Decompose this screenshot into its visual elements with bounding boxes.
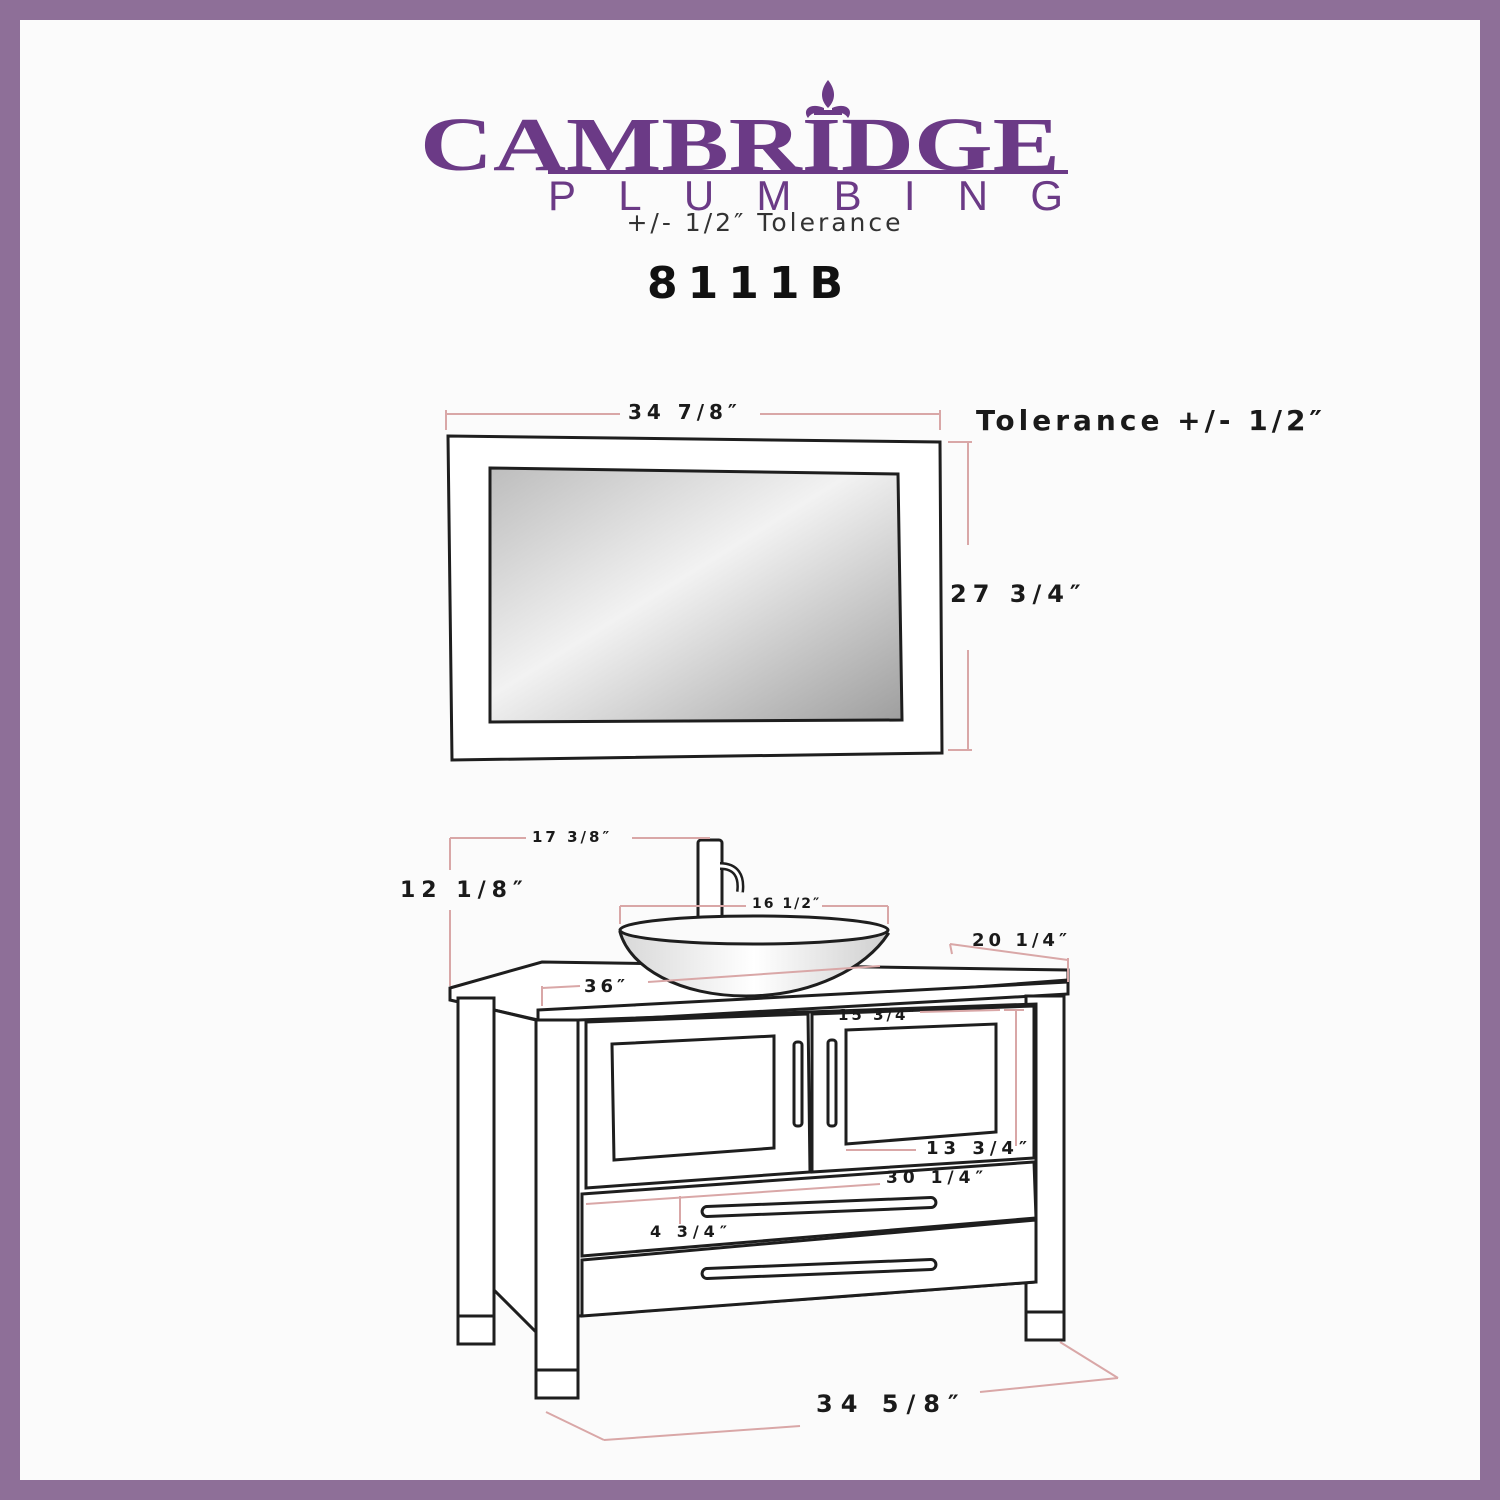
mirror-dimension-lines [445,410,972,751]
vessel-rim [618,914,890,946]
left-door-handle [792,1040,804,1128]
mirror-glass [488,466,904,724]
mirror-tolerance-label: Tolerance +/- 1/2″ [976,404,1326,437]
mirror-width-label: 34 7/8″ [628,400,742,424]
drawer-height-label: 4 3/4″ [650,1222,732,1241]
sink-and-faucet [618,838,890,998]
top-drawer-handle [700,1196,938,1219]
faucet-body [696,838,724,922]
depth-label: 20 1/4″ [972,930,1071,951]
door-width-label: 13 3/4″ [926,1138,1032,1159]
base-width-label: 34 5/8″ [816,1390,967,1418]
tolerance-subtitle: +/- 1/2″ Tolerance [626,208,904,237]
vanity-dimension-lines [449,837,1119,1441]
faucet-top-width-label: 17 3/8″ [532,828,613,846]
left-door-panel [610,1034,776,1162]
mirror [446,434,944,762]
left-back-leg [456,996,496,1346]
model-number: 8111B [647,258,853,309]
top-width-label: 36″ [584,976,630,997]
right-door-handle [826,1038,838,1128]
left-front-leg [534,1018,580,1400]
drawing-sheet: CAMBRIDGE PLUMBING +/- 1/2″ Tolerance 81… [20,20,1480,1480]
sink-diameter-label: 16 1/2″ [752,896,822,912]
vanity [448,960,1070,1400]
faucet-height-label: 12 1/8″ [400,878,529,903]
brand-logo: CAMBRIDGE PLUMBING [420,80,1068,219]
door-height-label: 15 3/4″ [838,1006,919,1024]
vanity-line-drawing [445,410,1119,1441]
right-door-panel [844,1022,998,1146]
bottom-drawer-handle [700,1258,938,1281]
mirror-height-label: 27 3/4″ [950,580,1087,608]
fleur-de-lis-icon [805,80,851,118]
side-panel [492,1008,538,1336]
drawer-width-label: 30 1/4″ [886,1168,989,1188]
